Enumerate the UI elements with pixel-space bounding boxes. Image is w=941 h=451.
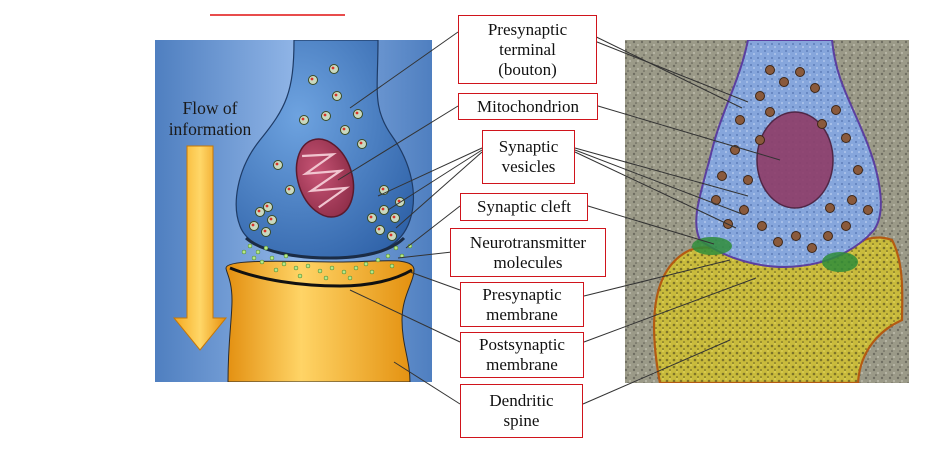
schematic-drawing: [155, 40, 432, 382]
label-mitochondrion: Mitochondrion: [458, 93, 598, 120]
flow-arrow: [172, 145, 228, 351]
presynaptic-membrane-line: [245, 236, 406, 260]
label-text: Presynaptic membrane: [482, 284, 562, 324]
micrograph-vesicles: [711, 65, 873, 253]
postsynaptic-membrane-line: [229, 266, 413, 288]
label-text: Neurotransmitter molecules: [469, 232, 587, 272]
label-synaptic-cleft: Synaptic cleft: [460, 193, 588, 221]
micrograph-mitochondrion: [756, 111, 834, 209]
neurotransmitter-dots: [241, 243, 413, 281]
leader-lines: [337, 29, 781, 405]
label-presynaptic-membrane: Presynaptic membrane: [460, 282, 584, 327]
label-text: Postsynaptic membrane: [479, 335, 565, 374]
label-text: Mitochondrion: [477, 96, 579, 116]
vesicle-dots: [251, 66, 401, 237]
synaptic-vesicles-drawing: [249, 64, 405, 241]
micrograph-active-zone-left: [692, 237, 732, 255]
label-dendritic-spine: Dendritic spine: [460, 384, 583, 438]
electron-micrograph: [625, 40, 909, 383]
label-text: Dendritic spine: [489, 391, 554, 430]
label-presynaptic-terminal: Presynaptic terminal (bouton): [458, 15, 597, 84]
label-synaptic-vesicles: Synaptic vesicles: [482, 130, 575, 184]
label-text: Synaptic cleft: [477, 197, 571, 216]
flow-of-information-label: Flow of information: [168, 98, 252, 139]
dendritic-spine-shape: [225, 260, 415, 382]
label-text: Synaptic vesicles: [498, 137, 559, 176]
mitochondrion-drawing: [295, 138, 355, 218]
label-postsynaptic-membrane: Postsynaptic membrane: [460, 332, 584, 378]
label-text: Presynaptic terminal (bouton): [487, 19, 568, 79]
label-neurotransmitter-molecules: Neurotransmitter molecules: [450, 228, 606, 277]
micrograph-active-zone-right: [822, 252, 858, 272]
